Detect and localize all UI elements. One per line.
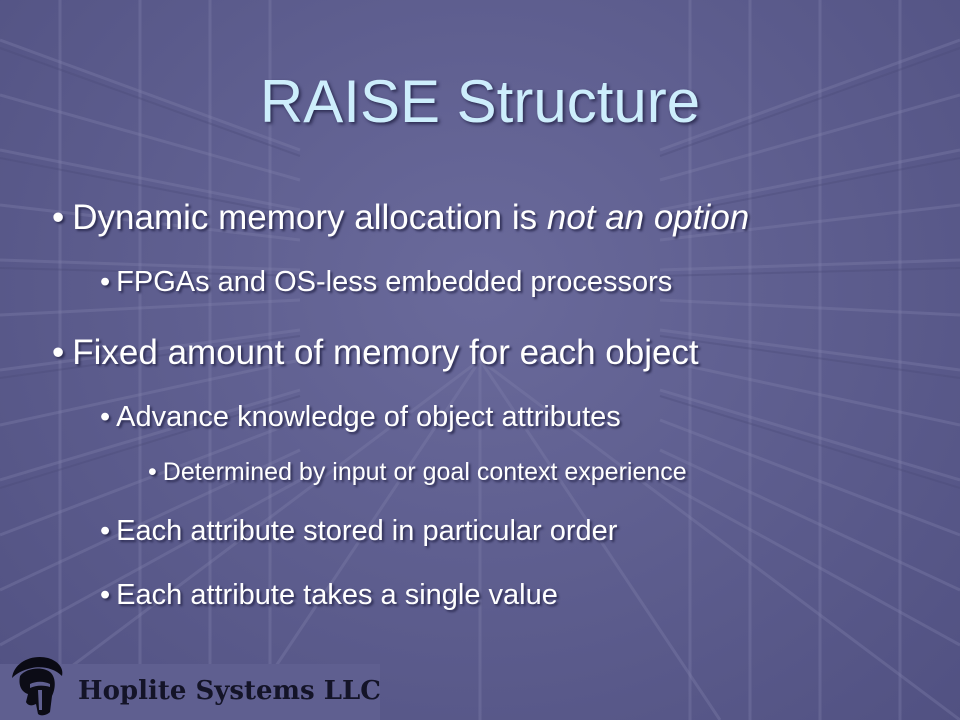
bullet-item: •Determined by input or goal context exp… [148,458,687,487]
footer-band [0,664,380,720]
bullet-item: •Dynamic memory allocation is not an opt… [52,198,749,238]
bullet-text: FPGAs and OS-less embedded processors [116,266,673,298]
bullet-item: •Each attribute stored in particular ord… [100,515,617,548]
bullet-text: Each attribute takes a single value [116,579,558,611]
bullet-item: •Each attribute takes a single value [100,579,558,612]
bullet-marker: • [52,198,65,237]
bullet-marker: • [148,458,157,486]
bullet-marker: • [100,579,111,611]
bullet-item: •Advance knowledge of object attributes [100,401,621,434]
bullet-text: Each attribute stored in particular orde… [116,515,618,547]
bullet-text-emphasis: not an option [546,198,750,237]
bullet-marker: • [100,515,111,547]
bullet-text: Determined by input or goal context expe… [162,458,687,486]
slide-title: RAISE Structure [259,68,701,135]
bullet-text: Advance knowledge of object attributes [116,401,621,433]
bullet-marker: • [52,333,65,372]
bullet-text: Fixed amount of memory for each object [72,333,699,372]
bullet-item: •FPGAs and OS-less embedded processors [100,266,672,299]
bullet-marker: • [100,266,111,298]
company-name: Hoplite Systems LLC [78,676,381,706]
bullet-text: Dynamic memory allocation is [72,198,547,237]
bullet-item: •Fixed amount of memory for each object [52,333,699,373]
spartan-helmet-icon [12,656,63,716]
bullet-marker: • [100,401,111,433]
